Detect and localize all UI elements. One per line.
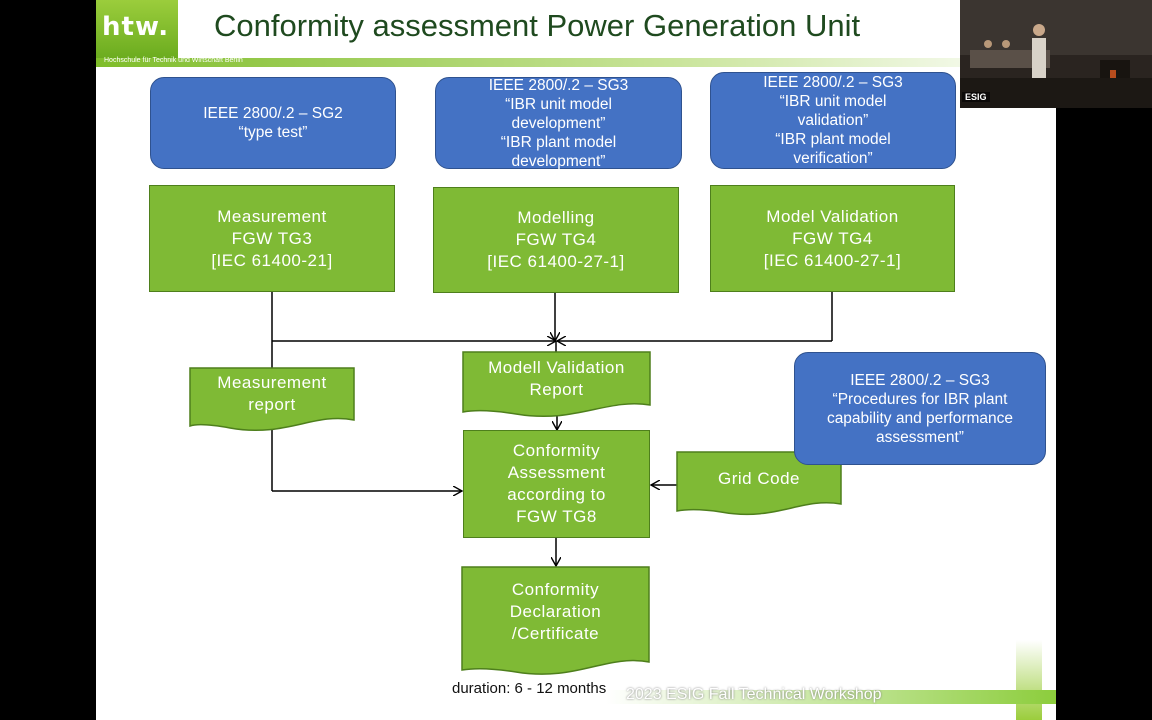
workshop-footer: 2023 ESIG Fall Technical Workshop [626, 686, 882, 703]
ieee-sg3-procedures-text: IEEE 2800/.2 – SG3 “Procedures for IBR p… [826, 371, 1014, 446]
grid-code-text: Grid Code [718, 469, 800, 488]
ieee-sg2-box: IEEE 2800/.2 – SG2 “type test” [150, 77, 396, 169]
grid-code-label: Grid Code [677, 452, 841, 506]
measurement-report-label: Measurement report [190, 368, 354, 420]
modelling-box: Modelling FGW TG4 [IEC 61400-27-1] [433, 187, 679, 293]
doc-shape-grid-code [676, 451, 842, 516]
ieee-sg2-text: IEEE 2800/.2 – SG2 “type test” [203, 105, 343, 141]
webcam-scene [960, 0, 1152, 108]
header-rule [96, 58, 1056, 67]
conformity-assessment-text: Conformity Assessment according to FGW T… [507, 441, 606, 526]
slide: htw. Hochschule für Technik und Wirtscha… [96, 0, 1056, 720]
modell-validation-report-text: Modell Validation Report [488, 358, 625, 399]
webcam-thumbnail[interactable]: ESIG [960, 0, 1152, 108]
modelling-text: Modelling FGW TG4 [IEC 61400-27-1] [487, 208, 625, 271]
footer-bar [606, 690, 1056, 704]
ieee-sg3-validation-box: IEEE 2800/.2 – SG3 “IBR unit model valid… [710, 72, 956, 169]
logo-text: htw. [102, 12, 170, 42]
ieee-sg3-model-text: IEEE 2800/.2 – SG3 “IBR unit model devel… [488, 76, 629, 170]
model-validation-box: Model Validation FGW TG4 [IEC 61400-27-1… [710, 185, 955, 292]
model-validation-text: Model Validation FGW TG4 [IEC 61400-27-1… [763, 206, 902, 270]
conformity-declaration-label: Conformity Declaration /Certificate [462, 567, 649, 657]
conformity-declaration-text: Conformity Declaration /Certificate [509, 580, 602, 643]
duration-label: duration: 6 - 12 months [452, 680, 607, 697]
footer-accent [1016, 640, 1042, 720]
webcam-label: ESIG [962, 92, 990, 102]
measurement-box: Measurement FGW TG3 [IEC 61400-21] [149, 185, 395, 292]
ieee-sg3-procedures-box: IEEE 2800/.2 – SG3 “Procedures for IBR p… [794, 352, 1046, 465]
measurement-text: Measurement FGW TG3 [IEC 61400-21] [211, 206, 333, 270]
doc-shape-measurement-report [189, 367, 355, 432]
doc-shape-modell-validation-report [462, 351, 651, 418]
ieee-sg3-model-box: IEEE 2800/.2 – SG3 “IBR unit model devel… [435, 76, 682, 170]
flow-connectors [189, 292, 842, 675]
measurement-report-text: Measurement report [217, 373, 327, 414]
modell-validation-report-label: Modell Validation Report [463, 353, 650, 405]
university-name: Hochschule für Technik und Wirtschaft Be… [104, 57, 243, 64]
slide-title: Conformity assessment Power Generation U… [214, 8, 861, 43]
ieee-sg3-validation-text: IEEE 2800/.2 – SG3 “IBR unit model valid… [763, 74, 903, 167]
conformity-assessment-box: Conformity Assessment according to FGW T… [463, 430, 650, 538]
htw-logo: htw. [96, 0, 178, 60]
doc-shape-conformity-declaration [461, 566, 650, 675]
